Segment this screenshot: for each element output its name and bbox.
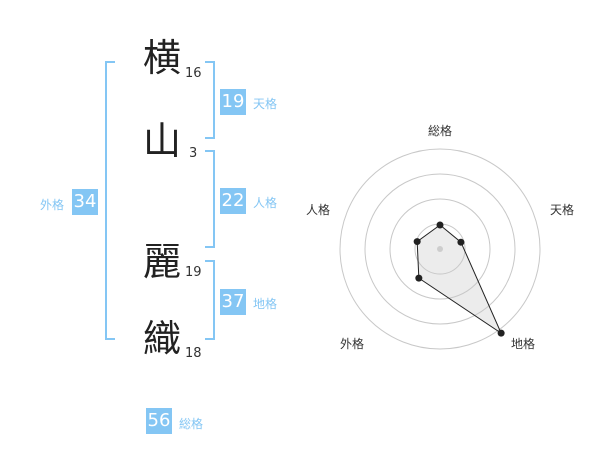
jinkaku-bracket [205,150,215,248]
tenkaku-value: 19 [220,89,246,115]
radar-point-3 [497,329,505,337]
gaikaku-label: 外格 [40,198,65,212]
tenkaku-bracket [205,61,215,139]
name-char-3: 麗 [142,240,181,284]
name-char-4-strokes: 18 [185,346,202,361]
jinkaku-value: 22 [220,188,246,214]
soukaku-value: 56 [146,408,172,434]
name-char-1: 横 [142,36,181,80]
chikaku-bracket [205,260,215,340]
radar-point-2 [457,238,465,246]
radar-axis-label-gaikaku: 外格 [340,337,365,351]
gaikaku-bracket [105,61,115,340]
name-char-4: 織 [142,317,181,361]
radar-ring [339,148,541,350]
name-char-3-strokes: 19 [185,265,202,280]
radar-ring [364,173,516,325]
radar-point-5 [413,238,421,246]
gaikaku-value: 34 [72,189,98,215]
jinkaku-label: 人格 [253,196,278,210]
radar-point-1 [436,221,444,229]
radar-ring [389,198,491,300]
radar-point-4 [415,274,423,282]
radar-series-polygon [416,224,503,335]
chikaku-label: 地格 [253,297,278,311]
soukaku-label: 総格 [179,417,204,431]
name-char-2-strokes: 3 [189,146,198,161]
tenkaku-label: 天格 [253,97,278,111]
name-char-2: 山 [142,119,181,163]
radar-axis-label-chikaku: 地格 [511,337,536,351]
radar-axis-label-tenkaku: 天格 [550,203,575,217]
radar-center [437,246,443,252]
radar-axis-label-jinkaku: 人格 [306,203,331,217]
chikaku-value: 37 [220,289,246,315]
name-char-1-strokes: 16 [185,66,202,81]
radar-axis-label-soukaku: 総格 [428,124,453,138]
